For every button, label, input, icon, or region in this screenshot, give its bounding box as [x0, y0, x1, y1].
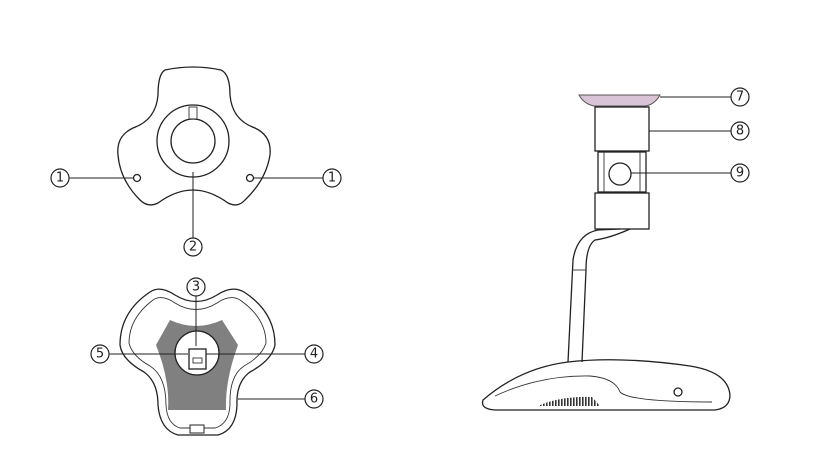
ball-joint	[608, 162, 632, 186]
callout-6: 6	[304, 389, 324, 409]
upper-cylinder	[594, 106, 650, 152]
indicator-slot	[188, 106, 198, 120]
callout-label: 2	[189, 240, 197, 255]
callout-9: 9	[730, 163, 750, 183]
callout-label: 3	[192, 280, 200, 295]
microphone-right	[245, 173, 255, 183]
speaker-grille	[538, 396, 600, 406]
center-cover	[174, 330, 220, 376]
lower-block	[594, 192, 650, 230]
base-button	[673, 387, 683, 397]
callout-label: 6	[310, 392, 318, 407]
callout-3: 3	[186, 277, 206, 297]
callout-4: 4	[304, 344, 324, 364]
callout-label: 5	[96, 347, 104, 362]
base	[481, 359, 731, 411]
callout-1-left: 1	[50, 168, 70, 188]
callout-label: 9	[736, 166, 744, 181]
center-ring	[156, 104, 230, 178]
callout-label: 1	[328, 171, 336, 186]
side-view-stand	[481, 94, 731, 411]
bottom-view-device	[109, 288, 305, 436]
callout-label: 8	[736, 124, 744, 139]
callout-2: 2	[183, 237, 203, 257]
callout-label: 4	[310, 347, 318, 362]
cage	[597, 151, 647, 193]
callout-label: 1	[56, 171, 64, 186]
callout-label: 7	[736, 90, 744, 105]
microphone-left	[132, 173, 142, 183]
top-view-device	[69, 66, 323, 238]
mute-button	[170, 118, 216, 164]
callout-5: 5	[90, 344, 110, 364]
callout-8: 8	[730, 121, 750, 141]
callout-7: 7	[730, 87, 750, 107]
top-disk	[578, 94, 661, 107]
port-panel	[188, 348, 207, 370]
callout-1-right: 1	[322, 168, 342, 188]
